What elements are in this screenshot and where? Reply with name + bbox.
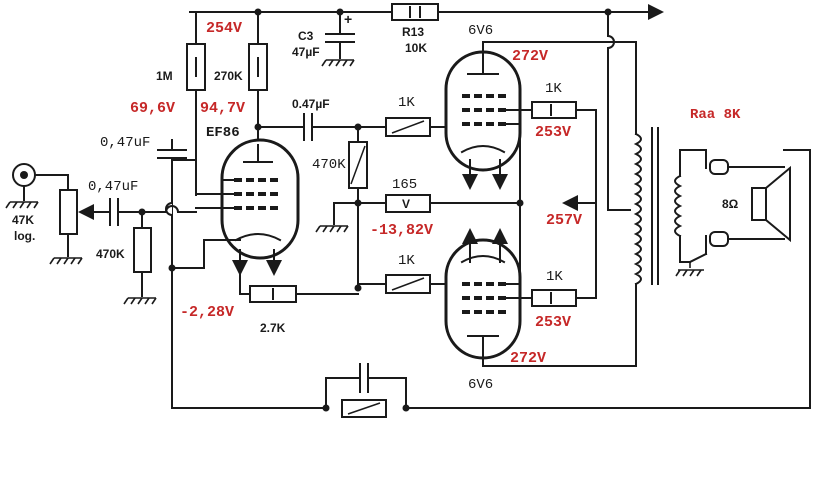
ef86-cathode-network xyxy=(171,239,362,303)
r-165: V xyxy=(315,194,524,233)
voltage-bottom-screen: 253V xyxy=(535,314,571,331)
voltage-ef86-plate: 94,7V xyxy=(200,100,245,117)
label-r-470k-input: 470K xyxy=(96,247,125,261)
label-r13-name: R13 xyxy=(402,25,424,39)
label-c-couple-top: 0.47µF xyxy=(292,97,330,111)
r-270k xyxy=(248,11,268,146)
volume-pot xyxy=(49,174,101,265)
svg-text:+: + xyxy=(344,11,352,27)
label-pot: 47K xyxy=(12,213,34,227)
coupling-cap-top xyxy=(257,113,387,141)
label-tube-driver: EF86 xyxy=(206,125,240,141)
label-pot-taper: log. xyxy=(14,229,35,243)
label-c3-value: 47µF xyxy=(292,45,320,59)
screen-supply-wire xyxy=(562,109,597,299)
label-r13-value: 10K xyxy=(405,41,427,55)
label-c3-name: C3 xyxy=(298,29,314,43)
label-r-470k-bias: 470K xyxy=(312,157,346,173)
tube-ef86 xyxy=(195,138,300,276)
label-r-1k-screen-bottom: 1K xyxy=(546,269,563,285)
label-raa: Raa 8K xyxy=(690,107,741,123)
speaker-icon xyxy=(688,149,811,409)
label-c-couple-left: 0,47uF xyxy=(100,135,150,151)
tube-6v6-top xyxy=(444,41,533,204)
r-1k-screen-bottom xyxy=(531,289,597,307)
voltage-top-plate: 272V xyxy=(512,48,548,65)
r-1k-grid-bottom xyxy=(357,274,463,294)
label-r-1k-grid-top: 1K xyxy=(398,95,415,111)
feedback-network xyxy=(171,363,811,418)
input-jack-icon xyxy=(5,163,69,209)
label-speaker: 8Ω xyxy=(722,197,739,211)
label-r-1m: 1M xyxy=(156,69,173,83)
svg-text:V: V xyxy=(402,197,410,211)
output-transformer xyxy=(607,41,707,367)
c-input xyxy=(99,198,197,226)
label-r-2-7k: 2.7K xyxy=(260,321,286,335)
voltage-top-screen: 253V xyxy=(535,124,571,141)
c3-capacitor: + xyxy=(321,11,355,67)
label-r-1k-grid-bottom: 1K xyxy=(398,253,415,269)
voltage-b-plus-driver: 254V xyxy=(206,20,242,37)
label-r-270k: 270K xyxy=(214,69,243,83)
r-1k-screen-top xyxy=(531,101,597,119)
b-plus-to-ct xyxy=(606,11,631,211)
voltage-bias-node: -13,82V xyxy=(370,222,433,239)
c-screen-bypass xyxy=(157,139,197,409)
label-tube-top: 6V6 xyxy=(468,23,493,39)
tube-6v6-bottom xyxy=(444,202,533,367)
r-1m xyxy=(186,11,206,196)
voltage-ef86-cathode: -2,28V xyxy=(180,304,234,321)
voltage-screen-supply: 257V xyxy=(546,212,582,229)
label-r-165: 165 xyxy=(392,177,417,193)
label-r-1k-screen-top: 1K xyxy=(545,81,562,97)
voltage-bottom-plate: 272V xyxy=(510,350,546,367)
voltage-ef86-screen: 69,6V xyxy=(130,100,175,117)
r-470k-input xyxy=(123,211,157,305)
label-tube-bottom: 6V6 xyxy=(468,377,493,393)
label-c-input: 0,47uF xyxy=(88,179,138,195)
r-470k-bias xyxy=(348,126,368,289)
b-plus-rail xyxy=(189,3,664,21)
